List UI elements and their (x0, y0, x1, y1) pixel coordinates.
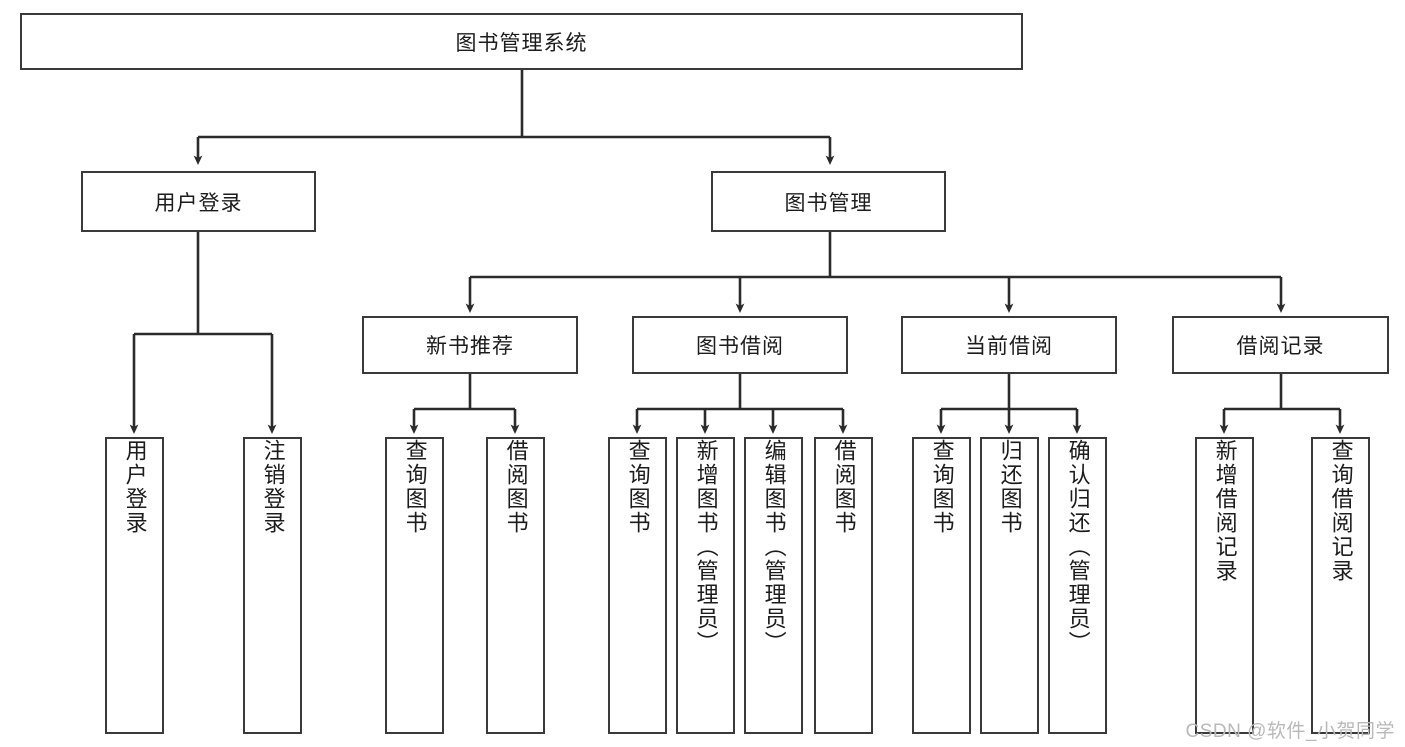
node-leaf-query-record[interactable]: 查询借阅记录 (1311, 437, 1370, 734)
node-leaf-query-book-2-label: 查询图书 (625, 439, 651, 535)
node-leaf-user-logout[interactable]: 注销登录 (243, 437, 302, 734)
node-leaf-add-book-label: 新增图书（管理员） (693, 439, 719, 655)
node-leaf-return-book-label: 归还图书 (997, 439, 1023, 535)
node-book-manage[interactable]: 图书管理 (711, 171, 946, 232)
node-leaf-query-book-1-label: 查询图书 (402, 439, 428, 535)
node-leaf-add-record-label: 新增借阅记录 (1212, 439, 1238, 583)
node-leaf-confirm-return-label: 确认归还（管理员） (1065, 439, 1091, 655)
node-root-label: 图书管理系统 (455, 31, 588, 55)
node-new-book-recommend-label: 新书推荐 (426, 335, 514, 358)
node-leaf-user-login-label: 用户登录 (122, 439, 148, 535)
node-borrow-record[interactable]: 借阅记录 (1172, 316, 1389, 374)
node-leaf-borrow-book-1[interactable]: 借阅图书 (486, 437, 545, 734)
node-leaf-add-book[interactable]: 新增图书（管理员） (676, 437, 735, 734)
node-leaf-query-book-3-label: 查询图书 (929, 439, 955, 535)
csdn-watermark: CSDN @软件_小贺同学 (1185, 721, 1395, 742)
node-leaf-borrow-book-2-label: 借阅图书 (831, 439, 857, 535)
node-root[interactable]: 图书管理系统 (20, 13, 1023, 70)
node-current-borrow-label: 当前借阅 (965, 335, 1053, 358)
node-leaf-edit-book-label: 编辑图书（管理员） (761, 439, 787, 655)
node-leaf-edit-book[interactable]: 编辑图书（管理员） (744, 437, 803, 734)
node-leaf-query-record-label: 查询借阅记录 (1328, 439, 1354, 583)
node-book-manage-label: 图书管理 (784, 191, 873, 215)
node-leaf-query-book-1[interactable]: 查询图书 (385, 437, 444, 734)
node-current-borrow[interactable]: 当前借阅 (901, 316, 1117, 374)
node-leaf-borrow-book-2[interactable]: 借阅图书 (814, 437, 873, 734)
node-user-login-label: 用户登录 (154, 191, 243, 215)
node-leaf-return-book[interactable]: 归还图书 (980, 437, 1039, 734)
node-book-borrow[interactable]: 图书借阅 (632, 316, 848, 374)
node-leaf-confirm-return[interactable]: 确认归还（管理员） (1048, 437, 1107, 734)
node-leaf-query-book-3[interactable]: 查询图书 (912, 437, 971, 734)
node-leaf-user-login[interactable]: 用户登录 (105, 437, 164, 734)
node-leaf-add-record[interactable]: 新增借阅记录 (1195, 437, 1254, 734)
node-book-borrow-label: 图书借阅 (696, 335, 784, 358)
node-leaf-query-book-2[interactable]: 查询图书 (608, 437, 667, 734)
node-borrow-record-label: 借阅记录 (1236, 335, 1325, 358)
node-leaf-borrow-book-1-label: 借阅图书 (503, 439, 529, 535)
node-leaf-user-logout-label: 注销登录 (260, 439, 286, 535)
node-new-book-recommend[interactable]: 新书推荐 (362, 316, 578, 374)
node-user-login[interactable]: 用户登录 (81, 171, 316, 232)
